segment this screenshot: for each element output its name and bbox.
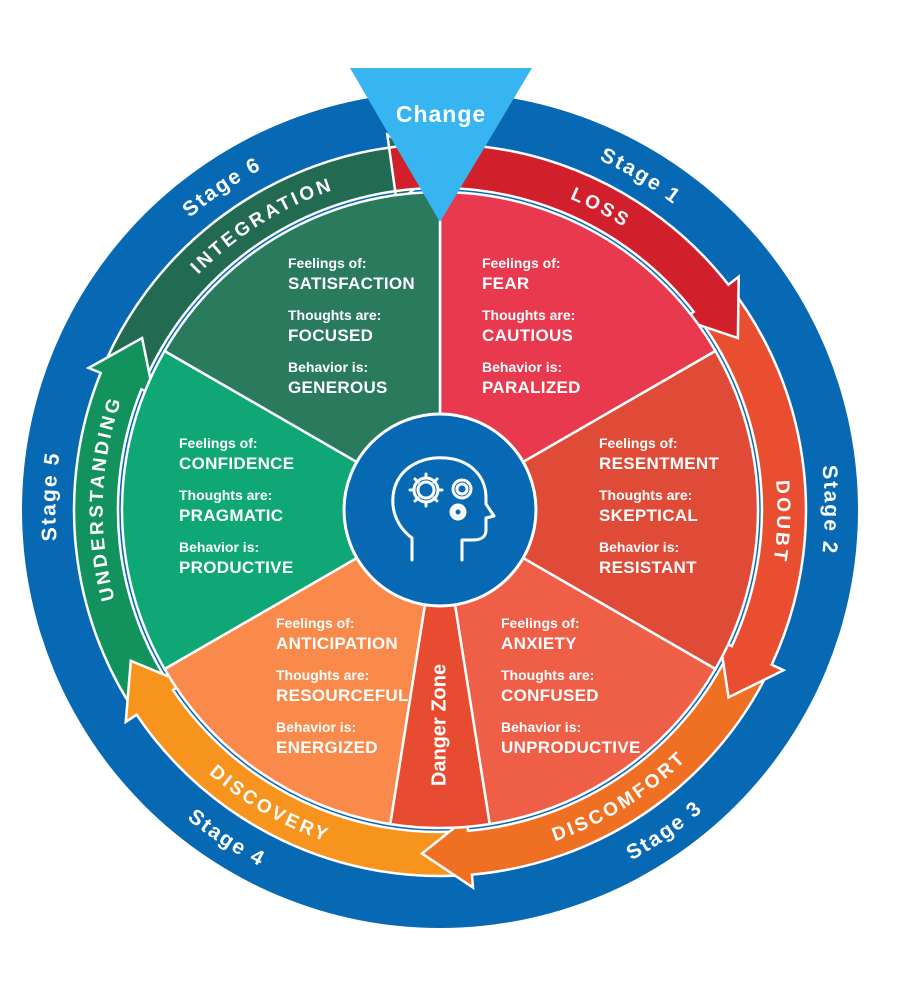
- behavior-value: ENERGIZED: [276, 738, 378, 757]
- wedge-discomfort: [438, 507, 718, 826]
- behavior-value: RESISTANT: [599, 558, 697, 577]
- wedge-loss: [438, 190, 718, 513]
- behavior-label: Behavior is:: [482, 359, 563, 375]
- change-triangle: [350, 68, 532, 222]
- behavior-label: Behavior is:: [276, 719, 357, 735]
- band-label-doubt: DOUBT: [768, 480, 793, 565]
- feelings-label: Feelings of:: [288, 255, 367, 271]
- wedge-integration: [162, 190, 442, 513]
- wedge-text-discovery: Feelings of: ANTICIPATION Thoughts are: RE…: [276, 616, 409, 772]
- wedge-text-discomfort: Feelings of: ANXIETY Thoughts are: CONFUSE…: [501, 616, 641, 772]
- feelings-label: Feelings of:: [482, 255, 561, 271]
- behavior-label: Behavior is:: [599, 539, 680, 555]
- feelings-value: CONFIDENCE: [179, 454, 295, 473]
- wedge-danger-zone: [388, 509, 492, 830]
- behavior-label: Behavior is:: [179, 539, 260, 555]
- feelings-value: FEAR: [482, 274, 530, 293]
- feelings-label: Feelings of:: [599, 435, 678, 451]
- thoughts-label: Thoughts are:: [276, 667, 370, 683]
- feelings-value: SATISFACTION: [288, 274, 416, 293]
- wedge-text-doubt: Feelings of: RESENTMENT Thoughts are: SKEP…: [599, 436, 719, 592]
- wedge-discovery: [162, 507, 442, 826]
- thoughts-value: CONFUSED: [501, 686, 599, 705]
- arrow-band-understanding: [72, 336, 175, 717]
- wedge-text-integration: Feelings of: SATISFACTION Thoughts are: FO…: [288, 256, 415, 412]
- behavior-value: UNPRODUCTIVE: [501, 738, 641, 757]
- thoughts-label: Thoughts are:: [482, 307, 576, 323]
- arrow-band-doubt: [691, 282, 808, 700]
- thoughts-value: FOCUSED: [288, 326, 374, 345]
- thoughts-value: SKEPTICAL: [599, 506, 699, 525]
- stage-label-2: Stage 2: [817, 464, 842, 556]
- danger-zone-label: Danger Zone: [428, 663, 451, 787]
- head-with-gears-icon: [391, 456, 496, 562]
- feelings-value: ANXIETY: [501, 634, 577, 653]
- behavior-label: Behavior is:: [288, 359, 369, 375]
- wedge-understanding: [120, 349, 443, 671]
- thoughts-label: Thoughts are:: [599, 487, 693, 503]
- thoughts-value: PRAGMATIC: [179, 506, 284, 525]
- wedge-text-understanding: Feelings of: CONFIDENCE Thoughts are: PRAG…: [179, 436, 294, 592]
- wedge-text-loss: Feelings of: FEAR Thoughts are: CAUTIOUS B…: [482, 256, 581, 412]
- stage-label-5: Stage 5: [37, 450, 64, 542]
- feelings-label: Feelings of:: [179, 435, 258, 451]
- feelings-value: RESENTMENT: [599, 454, 720, 473]
- thoughts-value: RESOURCEFUL: [276, 686, 409, 705]
- center-circle: [342, 412, 538, 608]
- thoughts-label: Thoughts are:: [288, 307, 382, 323]
- thoughts-value: CAUTIOUS: [482, 326, 574, 345]
- behavior-value: PRODUCTIVE: [179, 558, 294, 577]
- wedge-doubt: [437, 349, 760, 671]
- feelings-label: Feelings of:: [501, 615, 580, 631]
- feelings-label: Feelings of:: [276, 615, 355, 631]
- arrow-band-discomfort: [419, 644, 774, 891]
- change-label: Change: [395, 101, 487, 127]
- thoughts-label: Thoughts are:: [179, 487, 273, 503]
- feelings-value: ANTICIPATION: [276, 634, 398, 653]
- thoughts-label: Thoughts are:: [501, 667, 595, 683]
- behavior-value: GENEROUS: [288, 378, 388, 397]
- behavior-label: Behavior is:: [501, 719, 582, 735]
- behavior-value: PARALIZED: [482, 378, 581, 397]
